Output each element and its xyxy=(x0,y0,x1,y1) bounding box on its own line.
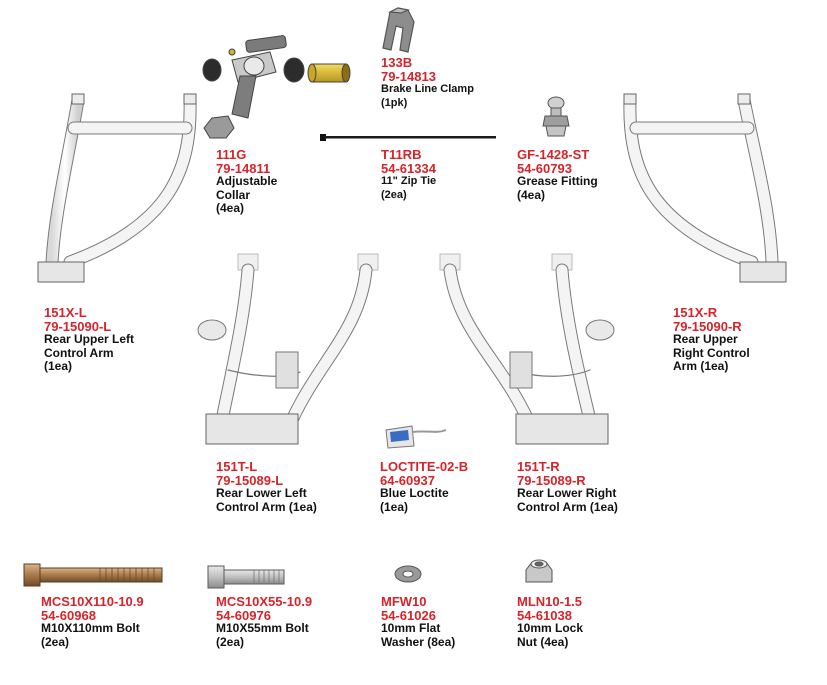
loctite-label: LOCTITE-02-B 64-60937 Blue Loctite (1ea) xyxy=(380,460,468,514)
upper-right-arm-sku: 151X-R xyxy=(673,305,718,320)
lower-right-arm-sku: 151T-R xyxy=(517,459,560,474)
grease-fitting-part-number: 54-60793 xyxy=(517,160,572,176)
lock-nut-label: MLN10-1.5 54-61038 10mm Lock Nut (4ea) xyxy=(517,595,583,649)
lower-left-arm-part-number: 79-15089-L xyxy=(216,472,284,488)
lock-nut-icon xyxy=(525,559,553,583)
upper-left-arm-label: 151X-L 79-15090-L Rear Upper Left Contro… xyxy=(44,306,134,374)
lower-right-arm-description: Rear Lower Right Control Arm (1ea) xyxy=(517,486,618,514)
upper-right-arm-description: Rear Upper Right Control Arm (1ea) xyxy=(673,332,750,373)
upper-left-arm-illustration xyxy=(37,93,197,283)
lower-left-arm-illustration xyxy=(197,253,379,445)
bolt-110-label: MCS10X110-10.9 54-60968 M10X110mm Bolt (… xyxy=(41,595,144,649)
grease-fitting-icon xyxy=(542,96,570,137)
grease-fitting-label: GF-1428-ST 54-60793 Grease Fitting (4ea) xyxy=(517,148,598,202)
lower-right-arm-label: 151T-R 79-15089-R Rear Lower Right Contr… xyxy=(517,460,618,514)
clamp-icon xyxy=(382,7,415,53)
lower-right-arm-part-number: 79-15089-R xyxy=(517,472,586,488)
bolt-110-sku: MCS10X110-10.9 xyxy=(41,594,144,609)
washer-icon xyxy=(394,565,422,583)
collar-description: Adjustable Collar (4ea) xyxy=(216,174,278,215)
zip-tie-description: 11" Zip Tie (2ea) xyxy=(381,175,437,201)
lower-left-arm-label: 151T-L 79-15089-L Rear Lower Left Contro… xyxy=(216,460,317,514)
upper-left-arm-sku: 151X-L xyxy=(44,305,87,320)
upper-right-arm-part-number: 79-15090-R xyxy=(673,318,742,334)
brake-clamp-description: Brake Line Clamp (1pk) xyxy=(381,83,474,109)
bolt-110-description: M10X110mm Bolt (2ea) xyxy=(41,621,140,649)
zip-tie-icon xyxy=(320,134,496,141)
bolt-55-icon xyxy=(207,565,285,589)
lock-nut-description: 10mm Lock Nut (4ea) xyxy=(517,621,584,649)
collar-label: 111G 79-14811 Adjustable Collar (4ea) xyxy=(216,148,277,216)
bolt-55-label: MCS10X55-10.9 54-60976 M10X55mm Bolt (2e… xyxy=(216,595,312,649)
brake-clamp-part-number: 79-14813 xyxy=(381,68,436,84)
zip-tie-part-number: 54-61334 xyxy=(381,160,436,176)
washer-label: MFW10 54-61026 10mm Flat Washer (8ea) xyxy=(381,595,455,649)
zip-tie-sku: T11RB xyxy=(381,147,422,162)
upper-left-arm-description: Rear Upper Left Control Arm (1ea) xyxy=(44,332,135,373)
loctite-part-number: 64-60937 xyxy=(380,472,435,488)
bolt-55-description: M10X55mm Bolt (2ea) xyxy=(216,621,309,649)
brake-clamp-label: 133B 79-14813 Brake Line Clamp (1pk) xyxy=(381,56,474,110)
bolt-55-part-number: 54-60976 xyxy=(216,607,271,623)
upper-right-arm-illustration xyxy=(623,93,787,283)
bolt-55-sku: MCS10X55-10.9 xyxy=(216,594,313,609)
bolt-110-icon xyxy=(23,563,163,587)
zip-tie-label: T11RB 54-61334 11" Zip Tie (2ea) xyxy=(381,148,436,202)
washer-description: 10mm Flat Washer (8ea) xyxy=(381,621,456,649)
bolt-110-part-number: 54-60968 xyxy=(41,607,96,623)
lower-left-arm-sku: 151T-L xyxy=(216,459,258,474)
loctite-tube-icon xyxy=(385,425,447,449)
lower-right-arm-illustration xyxy=(439,253,615,445)
collar-sku: 111G xyxy=(216,147,247,162)
lock-nut-part-number: 54-61038 xyxy=(517,607,572,623)
washer-part-number: 54-61026 xyxy=(381,607,436,623)
lock-nut-sku: MLN10-1.5 xyxy=(517,594,583,609)
collar-part-number: 79-14811 xyxy=(216,160,271,176)
washer-sku: MFW10 xyxy=(381,594,427,609)
upper-left-arm-part-number: 79-15090-L xyxy=(44,318,112,334)
upper-right-arm-label: 151X-R 79-15090-R Rear Upper Right Contr… xyxy=(673,306,750,374)
grease-fitting-description: Grease Fitting (4ea) xyxy=(517,174,598,202)
lower-left-arm-description: Rear Lower Left Control Arm (1ea) xyxy=(216,486,317,514)
loctite-description: Blue Loctite (1ea) xyxy=(380,486,449,514)
grease-fitting-sku: GF-1428-ST xyxy=(517,147,590,162)
collar-icon xyxy=(202,35,351,139)
brake-clamp-sku: 133B xyxy=(381,55,413,70)
loctite-sku: LOCTITE-02-B xyxy=(380,459,469,474)
